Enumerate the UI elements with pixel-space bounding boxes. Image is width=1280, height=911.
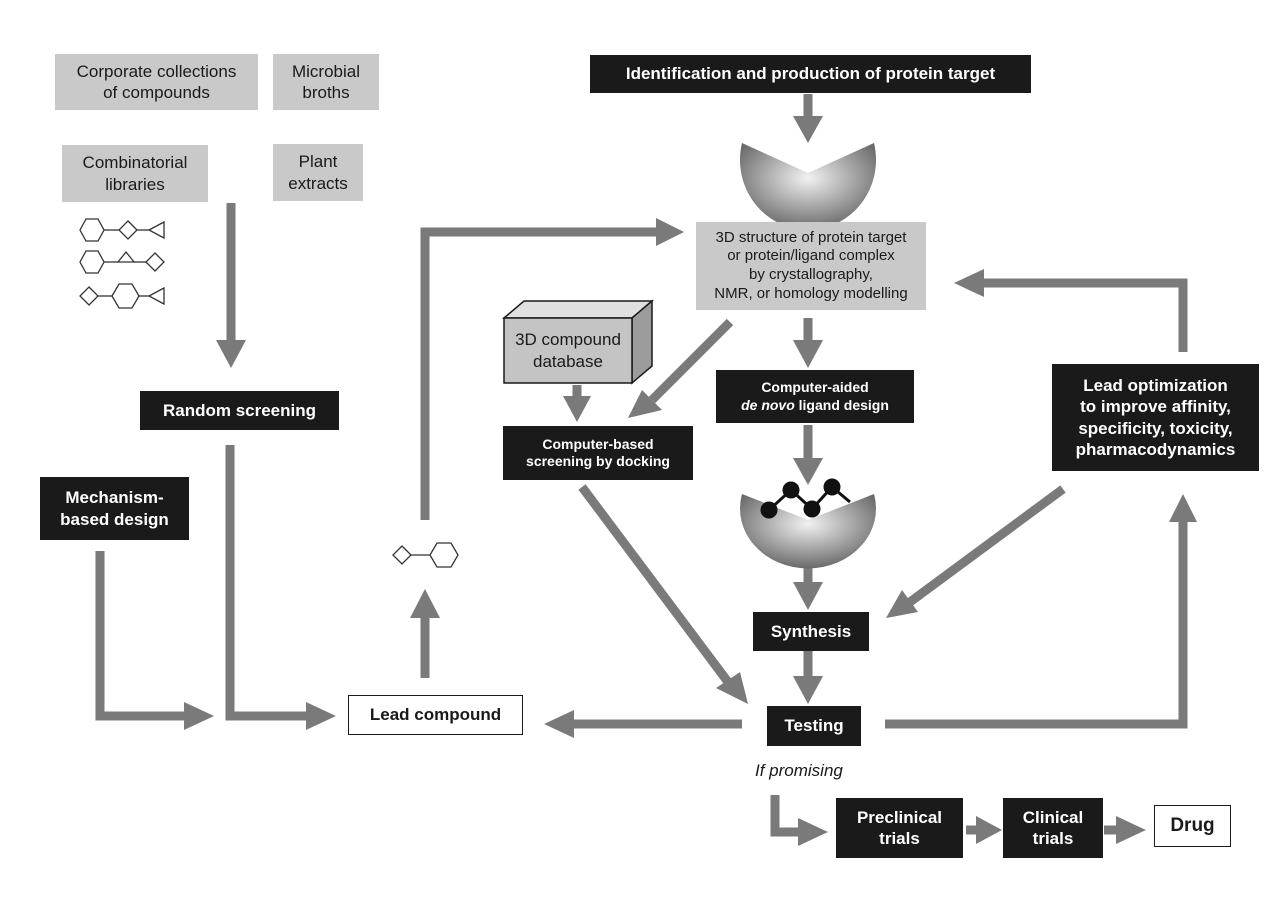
arrowhead-testing bbox=[793, 676, 823, 704]
arrowhead-optimization bbox=[1169, 494, 1197, 522]
arrowhead-clinical bbox=[976, 816, 1002, 844]
arrowhead-docking-db bbox=[563, 396, 591, 422]
arrow-testing-to-preclinical bbox=[770, 795, 800, 837]
structure-line-2: or protein/ligand complex bbox=[727, 247, 895, 265]
microbial-broths-box: Microbial broths bbox=[273, 54, 379, 110]
structure-line-1: 3D structure of protein target bbox=[715, 228, 907, 246]
arrow-random-screening-to-lead bbox=[225, 445, 308, 721]
combinatorial-line-2: libraries bbox=[105, 174, 165, 194]
identification-box: Identification and production of protein… bbox=[590, 55, 1031, 93]
synthesis-box: Synthesis bbox=[753, 612, 869, 651]
lead-compound-label: Lead compound bbox=[369, 705, 502, 725]
arrowhead-lead-from-random bbox=[306, 702, 336, 730]
arrowhead-protein bbox=[793, 116, 823, 143]
mechanism-based-design-box: Mechanism-based design bbox=[40, 477, 189, 540]
arrowhead-random-screening bbox=[216, 340, 246, 368]
arrowhead-synthesis bbox=[793, 582, 823, 610]
denovo-rest: ligand design bbox=[794, 396, 889, 413]
arrowhead-preclinical bbox=[798, 818, 828, 846]
molecule-icon bbox=[79, 250, 165, 274]
random-screening-box: Random screening bbox=[140, 391, 339, 430]
corporate-line-1: Corporate collections bbox=[76, 61, 237, 81]
de-novo-design-box: Computer-aided de novo ligand design bbox=[716, 370, 914, 423]
arrow-mechanism-to-lead bbox=[95, 551, 186, 721]
arrowhead-structure-right bbox=[954, 269, 984, 297]
mechanism-line-2: based design bbox=[60, 509, 169, 529]
database-line-1: 3D compound bbox=[515, 330, 621, 350]
lead-opt-line-2: to improve affinity, bbox=[1080, 397, 1231, 417]
arrowhead-lead-from-mechanism bbox=[184, 702, 214, 730]
arrowhead-denovo bbox=[793, 340, 823, 368]
preclinical-trials-box: Preclinical trials bbox=[836, 798, 963, 858]
arrow-docking-to-testing bbox=[578, 484, 732, 685]
lead-opt-line-3: specificity, toxicity, bbox=[1078, 418, 1233, 438]
denovo-line-1: Computer-aided bbox=[761, 379, 869, 395]
arrowhead-complex bbox=[793, 458, 823, 485]
testing-label: Testing bbox=[784, 716, 844, 736]
lead-compound-box: Lead compound bbox=[348, 695, 523, 735]
structure-line-3: by crystallography, bbox=[749, 266, 873, 283]
corporate-collections-box: Corporate collections of compounds bbox=[55, 54, 258, 110]
protein-target-shape bbox=[739, 143, 876, 230]
arrowhead-lead-up bbox=[410, 589, 440, 618]
clinical-line-1: Clinical bbox=[1022, 807, 1084, 827]
microbial-line-1: Microbial bbox=[291, 61, 361, 81]
mechanism-line-1: Mechanism- bbox=[65, 488, 164, 508]
docking-line-2: screening by docking bbox=[526, 453, 670, 469]
arrow-testing-to-optimization bbox=[885, 520, 1188, 729]
denovo-italic: de novo bbox=[741, 396, 795, 413]
clinical-trials-box: Clinical trials bbox=[1003, 798, 1103, 858]
arrow-to-3d-structure bbox=[420, 227, 660, 520]
arrowhead-3d-structure bbox=[656, 218, 684, 246]
microbial-line-2: broths bbox=[302, 83, 350, 102]
plant-line-1: Plant bbox=[298, 152, 338, 172]
combinatorial-line-1: Combinatorial bbox=[82, 153, 188, 173]
molecule-icon bbox=[79, 283, 165, 309]
preclinical-line-2: trials bbox=[879, 829, 920, 848]
database-line-2: database bbox=[533, 351, 603, 371]
drug-label: Drug bbox=[1170, 815, 1215, 837]
arrow-optimization-to-synthesis bbox=[907, 485, 1066, 606]
arrowhead-synthesis-diag bbox=[886, 590, 918, 618]
lead-opt-line-4: pharmacodynamics bbox=[1075, 439, 1236, 459]
testing-box: Testing bbox=[767, 706, 861, 746]
ligand-icon bbox=[760, 478, 851, 519]
molecule-icon bbox=[79, 218, 165, 242]
preclinical-line-1: Preclinical bbox=[856, 807, 943, 827]
corporate-line-2: of compounds bbox=[103, 83, 210, 102]
docking-line-1: Computer-based bbox=[542, 435, 654, 452]
arrowhead-docking-diag bbox=[628, 390, 662, 418]
structure-line-4: NMR, or homology modelling bbox=[714, 284, 908, 302]
random-screening-label: Random screening bbox=[162, 400, 317, 420]
arrow-structure-to-docking bbox=[648, 318, 734, 404]
if-promising-label: If promising bbox=[755, 761, 843, 780]
synthesis-label: Synthesis bbox=[770, 621, 852, 641]
molecule-icon bbox=[392, 542, 459, 568]
3d-structure-box: 3D structure of protein target or protei… bbox=[696, 222, 926, 310]
drug-box: Drug bbox=[1154, 805, 1231, 847]
plant-line-2: extracts bbox=[288, 173, 348, 193]
arrowhead-lead-from-testing bbox=[544, 710, 574, 738]
arrowhead-testing-diag bbox=[716, 672, 748, 704]
lead-opt-line-1: Lead optimization bbox=[1083, 376, 1228, 395]
database-cuboid bbox=[501, 299, 655, 385]
arrow-optimization-to-structure bbox=[982, 278, 1188, 352]
arrowhead-drug bbox=[1116, 816, 1146, 844]
clinical-line-2: trials bbox=[1032, 829, 1074, 848]
identification-label: Identification and production of protein… bbox=[625, 64, 996, 84]
lead-optimization-box: Lead optimization to improve affinity, s… bbox=[1052, 364, 1259, 471]
